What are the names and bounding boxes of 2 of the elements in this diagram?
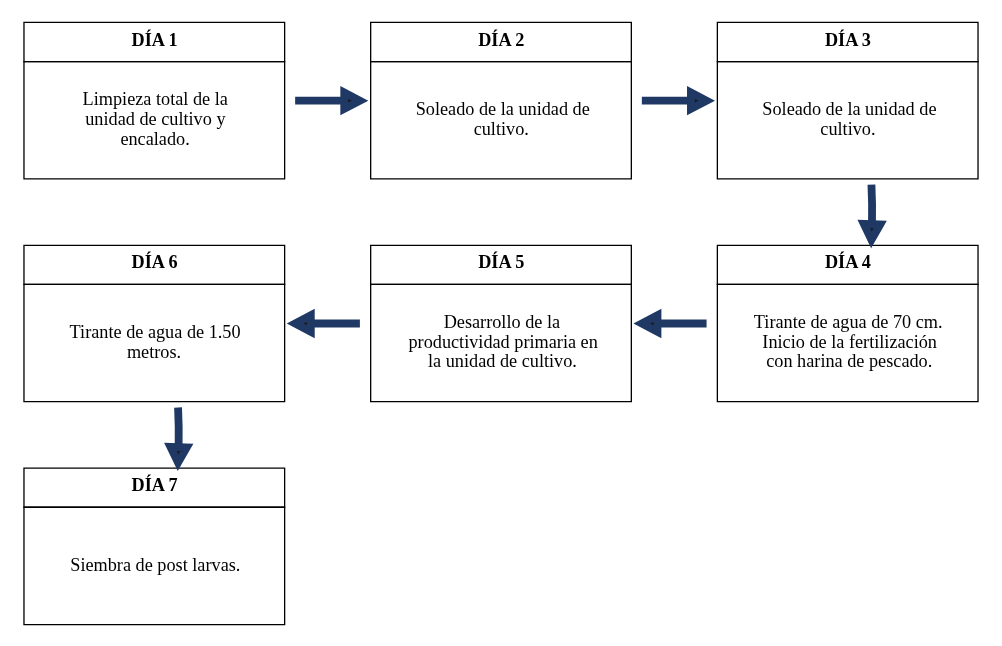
arrow xyxy=(857,183,887,248)
arrow xyxy=(164,406,194,471)
